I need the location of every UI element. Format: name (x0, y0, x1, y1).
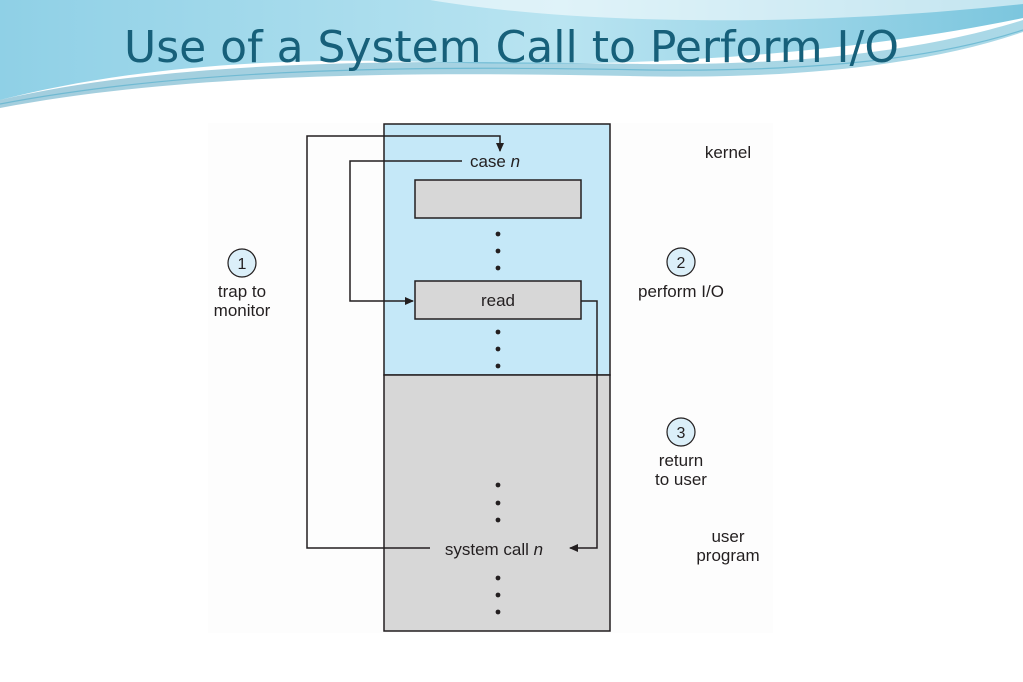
step-2-marker: 2 perform I/O (638, 247, 724, 301)
kernel-ellipsis-lower (495, 329, 501, 369)
step-3-line-1: return (659, 451, 703, 470)
step-1-line-1: trap to (218, 282, 266, 301)
page-title: Use of a System Call to Perform I/O (123, 22, 899, 73)
user-ellipsis-lower (495, 575, 501, 615)
system-call-n-label: system call n (445, 540, 543, 559)
step-1-marker: 1 trap to monitor (214, 248, 271, 320)
read-label: read (481, 291, 515, 310)
step-3-number: 3 (677, 425, 686, 442)
step-2-circle (666, 247, 696, 277)
trap-to-monitor-arrow (306, 135, 504, 549)
step-1-number: 1 (238, 256, 247, 273)
step-1-line-2: monitor (214, 301, 271, 320)
kernel-table-entry-box (414, 179, 582, 219)
kernel-ellipsis-upper (495, 231, 501, 271)
case-variable: n (511, 152, 520, 171)
step-2-line-1: perform I/O (638, 282, 724, 301)
read-box (414, 280, 582, 320)
return-to-user-arrow (569, 300, 598, 552)
kernel-label: kernel (705, 143, 751, 162)
header-decoration (0, 0, 1023, 108)
user-program-label-line-1: user (711, 527, 744, 546)
system-call-variable: n (534, 540, 543, 559)
step-3-marker: 3 return to user (655, 417, 707, 489)
step-3-circle (666, 417, 696, 447)
user-ellipsis-upper (495, 482, 501, 523)
dispatch-to-read-arrow (349, 160, 462, 305)
step-2-number: 2 (677, 255, 686, 272)
case-prefix: case (470, 152, 511, 171)
user-program-label-line-2: program (696, 546, 759, 565)
step-3-line-2: to user (655, 470, 707, 489)
case-n-label: case n (470, 152, 520, 171)
step-1-circle (227, 248, 257, 278)
system-call-prefix: system call (445, 540, 534, 559)
